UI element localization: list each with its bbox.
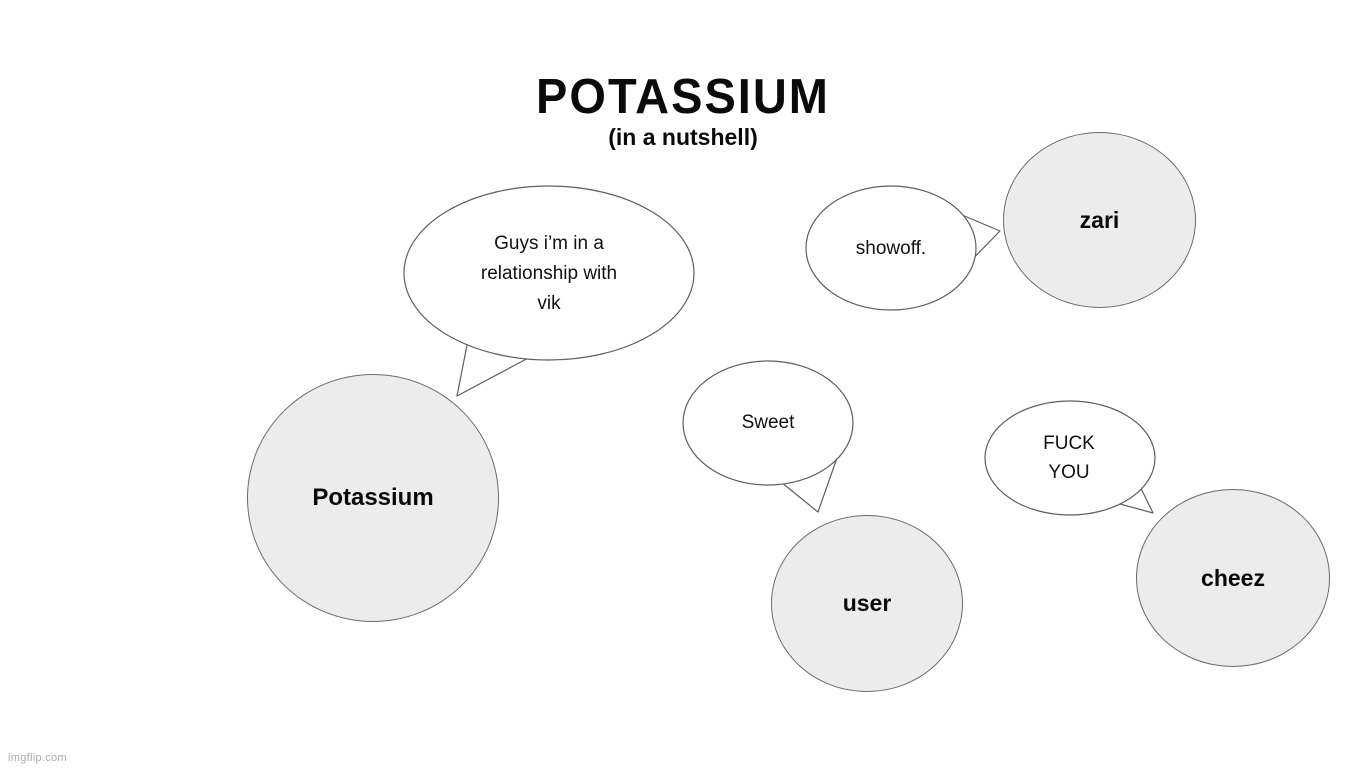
page-title: POTASSIUM [536,67,830,124]
character-cheez: cheez [1136,489,1330,667]
speech-bubble-user [682,360,854,513]
character-zari: zari [1003,132,1196,308]
speech-bubble-zari [805,185,1001,311]
watermark: imgflip.com [8,752,67,764]
speech-text-cheez: FUCK YOU [1043,433,1095,483]
character-label-user: user [842,590,892,616]
speech-text-user: Sweet [741,412,795,433]
character-label-zari: zari [1079,206,1120,233]
speech-text-zari: showoff. [855,238,927,259]
speech-bubble-cheez [984,400,1156,516]
page-subtitle: (in a nutshell) [608,124,758,150]
speech-bubble-potassium [403,185,695,397]
character-label-cheez: cheez [1201,564,1265,591]
speech-text-potassium: Guys i’m in a relationship with vik [480,233,618,314]
character-potassium: Potassium [247,374,499,622]
character-user: user [771,515,963,692]
character-label-potassium: Potassium [312,484,434,511]
